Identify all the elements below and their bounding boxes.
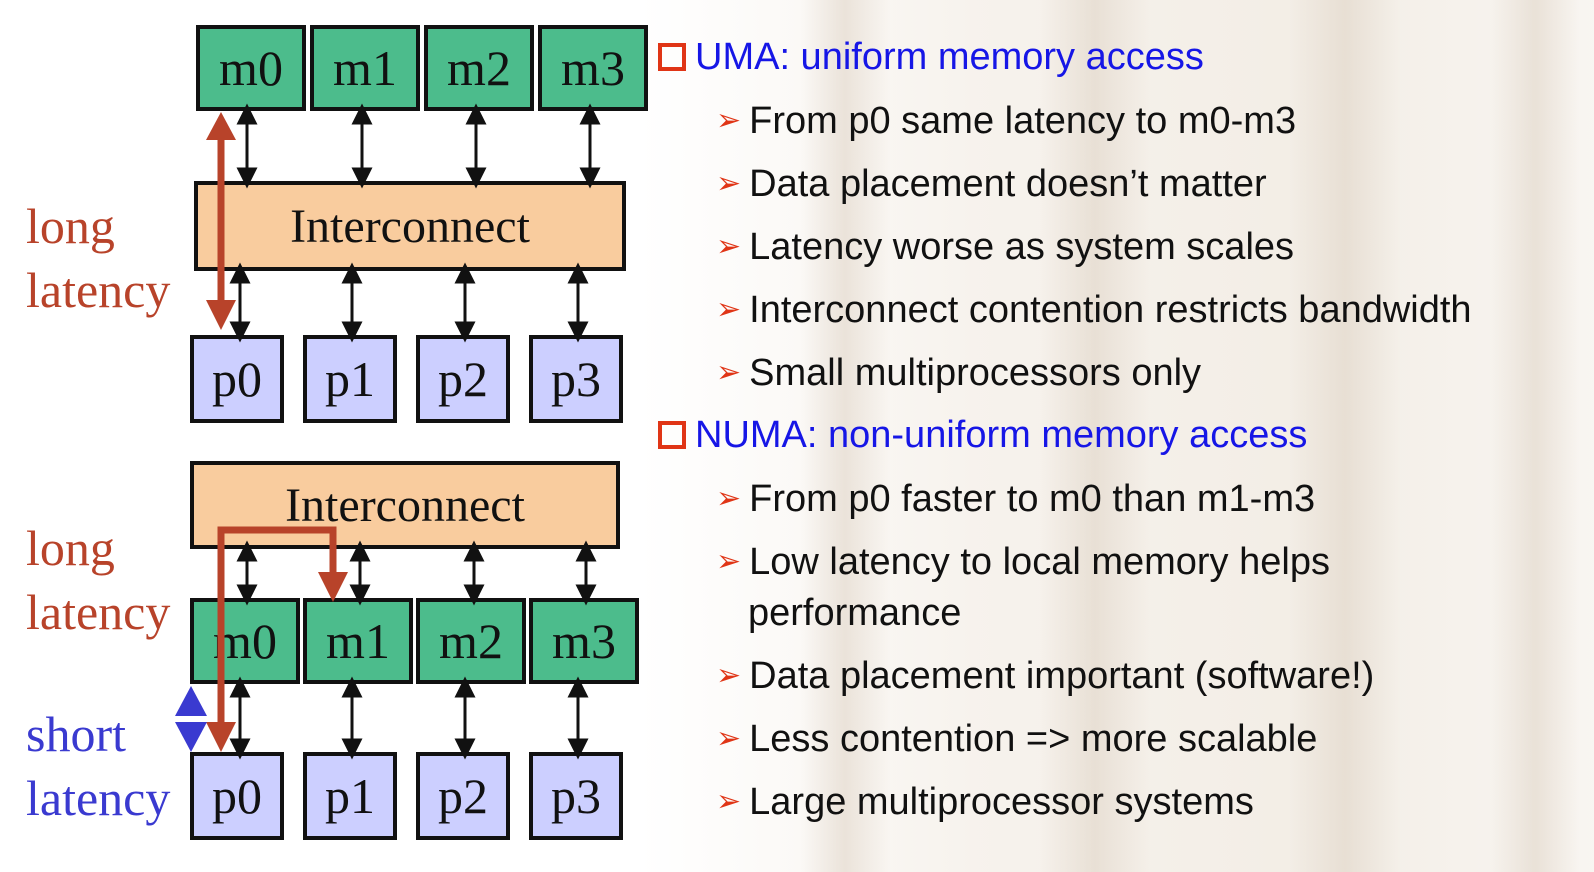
- uma-long-latency-arrow: [206, 112, 236, 330]
- numa-processor-p2: p2: [416, 752, 510, 840]
- numa-processor-links: [229, 676, 589, 760]
- list-item: ➢Low latency to local memory helps: [716, 541, 1330, 584]
- background-column: [800, 0, 890, 872]
- numa-heading: NUMA: non-uniform memory access: [658, 414, 1307, 457]
- arrow-bullet-icon: ➢: [716, 545, 742, 578]
- list-item-continuation: performance: [748, 592, 962, 634]
- list-item-text: Latency worse as system scales: [749, 226, 1295, 268]
- arrow-bullet-icon: ➢: [716, 293, 742, 326]
- uma-processor-p1: p1: [303, 335, 397, 423]
- background-column: [1290, 0, 1400, 872]
- numa-short-latency-label: short latency: [26, 702, 170, 830]
- arrow-bullet-icon: ➢: [716, 167, 742, 200]
- numa-processor-p3: p3: [529, 752, 623, 840]
- numa-heading-text: NUMA: non-uniform memory access: [695, 414, 1308, 456]
- uma-processor-p0: p0: [190, 335, 284, 423]
- arrow-bullet-icon: ➢: [716, 230, 742, 263]
- uma-heading-text: UMA: uniform memory access: [695, 36, 1204, 78]
- list-item: ➢Large multiprocessor systems: [716, 781, 1254, 824]
- list-item: ➢Small multiprocessors only: [716, 352, 1201, 395]
- background-column: [1040, 0, 1150, 872]
- list-item-text: Data placement important (software!): [749, 655, 1375, 697]
- background-column: [1490, 0, 1580, 872]
- list-item-text: Interconnect contention restricts bandwi…: [749, 289, 1472, 331]
- list-item-text: From p0 faster to m0 than m1-m3: [749, 478, 1316, 520]
- list-item-text: Data placement doesn’t matter: [749, 163, 1267, 205]
- checkbox-bullet-icon: [658, 43, 686, 71]
- list-item-text: Small multiprocessors only: [749, 352, 1202, 394]
- uma-heading: UMA: uniform memory access: [658, 36, 1204, 79]
- list-item: ➢Data placement important (software!): [716, 655, 1374, 698]
- uma-processor-links: [229, 262, 589, 343]
- arrow-bullet-icon: ➢: [716, 104, 742, 137]
- list-item: ➢Interconnect contention restricts bandw…: [716, 289, 1472, 332]
- label-line: short: [26, 706, 126, 762]
- uma-memory-links: [236, 103, 601, 189]
- uma-processor-p2: p2: [416, 335, 510, 423]
- numa-long-latency-label: long latency: [26, 516, 170, 644]
- arrow-bullet-icon: ➢: [716, 356, 742, 389]
- list-item-text: Large multiprocessor systems: [749, 781, 1254, 823]
- label-line: long: [26, 520, 115, 576]
- numa-memory-m1: m1: [303, 598, 413, 684]
- label-line: latency: [26, 262, 171, 318]
- arrow-bullet-icon: ➢: [716, 659, 742, 692]
- list-item: ➢Latency worse as system scales: [716, 226, 1294, 269]
- checkbox-bullet-icon: [658, 421, 686, 449]
- list-item: ➢Less contention => more scalable: [716, 718, 1317, 761]
- arrow-bullet-icon: ➢: [716, 722, 742, 755]
- list-item-text: Less contention => more scalable: [749, 718, 1318, 760]
- arrow-bullet-icon: ➢: [716, 482, 742, 515]
- label-line: latency: [26, 770, 171, 826]
- label-line: long: [26, 198, 115, 254]
- numa-short-latency-arrow: [175, 686, 207, 752]
- uma-long-latency-label: long latency: [26, 194, 170, 322]
- numa-memory-links: [236, 540, 597, 606]
- label-line: latency: [26, 584, 171, 640]
- list-item-text: Low latency to local memory helps: [749, 541, 1330, 583]
- list-item: ➢From p0 same latency to m0-m3: [716, 100, 1296, 143]
- list-item: ➢Data placement doesn’t matter: [716, 163, 1267, 206]
- numa-long-latency-arrow: [206, 526, 348, 752]
- numa-interconnect: Interconnect: [190, 461, 620, 549]
- uma-interconnect: Interconnect: [194, 181, 626, 271]
- arrow-bullet-icon: ➢: [716, 785, 742, 818]
- list-item: ➢From p0 faster to m0 than m1-m3: [716, 478, 1315, 521]
- list-item-text: From p0 same latency to m0-m3: [749, 100, 1297, 142]
- uma-memory-m0: m0: [196, 25, 306, 111]
- numa-processor-p1: p1: [303, 752, 397, 840]
